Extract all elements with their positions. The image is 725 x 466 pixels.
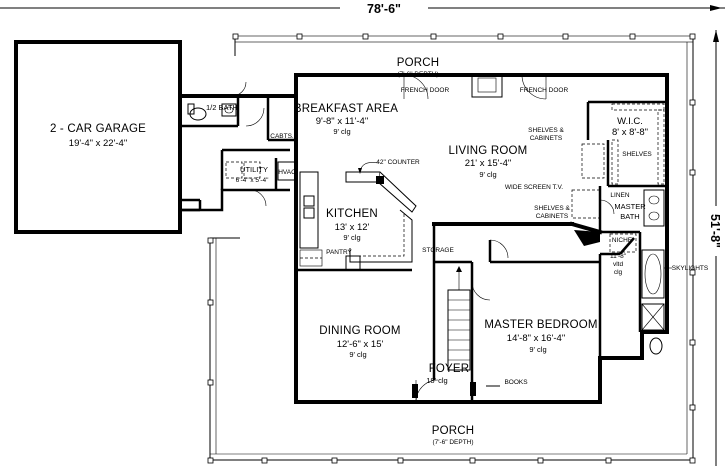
labels: 2 - CAR GARAGE 19'-4" x 22'-4" 1/2 BATH …: [50, 57, 709, 446]
foyer-ceiling: 18' clg: [426, 376, 447, 385]
french-door-right-label: FRENCH DOOR: [520, 87, 569, 94]
doors: [231, 81, 615, 403]
half-bath-name: 1/2 BATH: [206, 103, 238, 112]
shelves-cabinets-bottom-line1: SHELVES &: [534, 205, 570, 212]
overall-depth-dimension: 51'-8": [708, 30, 722, 466]
breakfast-ceiling: 9' clg: [333, 127, 350, 136]
master-bath-line2: BATH: [620, 212, 639, 221]
porch-front-depth: (7'-6" DEPTH): [432, 439, 473, 446]
books-label: BOOKS: [504, 379, 528, 386]
garage-size: 19'-4" x 22'-4": [69, 138, 127, 149]
utility-fixtures: [225, 161, 297, 181]
kitchen-size: 13' x 12': [335, 222, 370, 233]
dining-name: DINING ROOM: [319, 325, 400, 337]
garage: [14, 40, 202, 234]
shelves-cabinets-bottom-line2: CABINETS: [536, 213, 569, 220]
storage-label: STORAGE: [422, 247, 454, 254]
vaulted-line3: clg: [614, 269, 623, 276]
overall-depth-label: 51'-8": [708, 214, 722, 248]
vaulted-line1: 11'-8": [610, 253, 627, 260]
wic-name: W.I.C.: [617, 116, 643, 127]
porch-posts: [207, 33, 696, 464]
kitchen-ceiling: 9' clg: [343, 233, 360, 242]
living-name: LIVING ROOM: [449, 145, 528, 157]
living-ceiling: 9' clg: [479, 170, 496, 179]
porch-back-name: PORCH: [397, 57, 440, 69]
shelves-cabinets-top-line2: CABINETS: [530, 135, 563, 142]
hvac-name: HVAC: [278, 169, 296, 176]
master-bed-ceiling: 9' clg: [529, 345, 546, 354]
kitchen-name: KITCHEN: [326, 208, 378, 220]
dining-size: 12'-6" x 15': [337, 339, 384, 350]
skylights-label: SKYLIGHTS: [672, 265, 709, 272]
master-bed-name: MASTER BEDROOM: [484, 319, 597, 331]
wic-shelves: [611, 103, 665, 185]
porch-front-name: PORCH: [432, 425, 475, 437]
garage-name: 2 - CAR GARAGE: [50, 123, 146, 135]
french-door-left-label: FRENCH DOOR: [401, 87, 450, 94]
master-bed-size: 14'-8" x 16'-4": [507, 333, 565, 344]
breakfast-size: 9'-8" x 11'-4": [316, 116, 368, 127]
stairs: [447, 266, 471, 371]
vaulted-line2: vltd: [613, 261, 624, 268]
overall-width-label: 78'-6": [367, 2, 401, 16]
counter-label: 42" COUNTER: [376, 159, 420, 166]
living-fixtures: [403, 74, 605, 219]
porch-back-depth: (7'-6" DEPTH): [397, 71, 438, 78]
kitchen-fixtures: [299, 162, 417, 271]
cabinets-name: CABTS.: [270, 133, 294, 140]
wic-size: 8' x 8'-8": [612, 127, 648, 138]
niche-label: NICHE: [612, 237, 633, 244]
master-bath-line1: MASTER: [614, 202, 646, 211]
utility-name: UTILITY: [240, 165, 268, 174]
linen-label: LINEN: [610, 192, 629, 199]
shelves-label: SHELVES: [622, 151, 652, 158]
living-size: 21' x 15'-4": [465, 158, 512, 169]
bath-fixtures: [187, 103, 665, 355]
overall-width-dimension: 78'-6": [0, 2, 725, 16]
interior-walls: [180, 96, 667, 402]
foyer-name: FOYER: [429, 363, 470, 375]
wide-screen-label: WIDE SCREEN T.V.: [505, 184, 563, 191]
porch-outline: [207, 33, 696, 464]
shelves-cabinets-top-line1: SHELVES &: [528, 127, 564, 134]
breakfast-name: BREAKFAST AREA: [294, 103, 398, 115]
utility-size: 6'-4" x 5'-4": [236, 177, 269, 184]
pantry-label: PANTRY: [326, 249, 352, 256]
dining-ceiling: 9' clg: [349, 350, 366, 359]
